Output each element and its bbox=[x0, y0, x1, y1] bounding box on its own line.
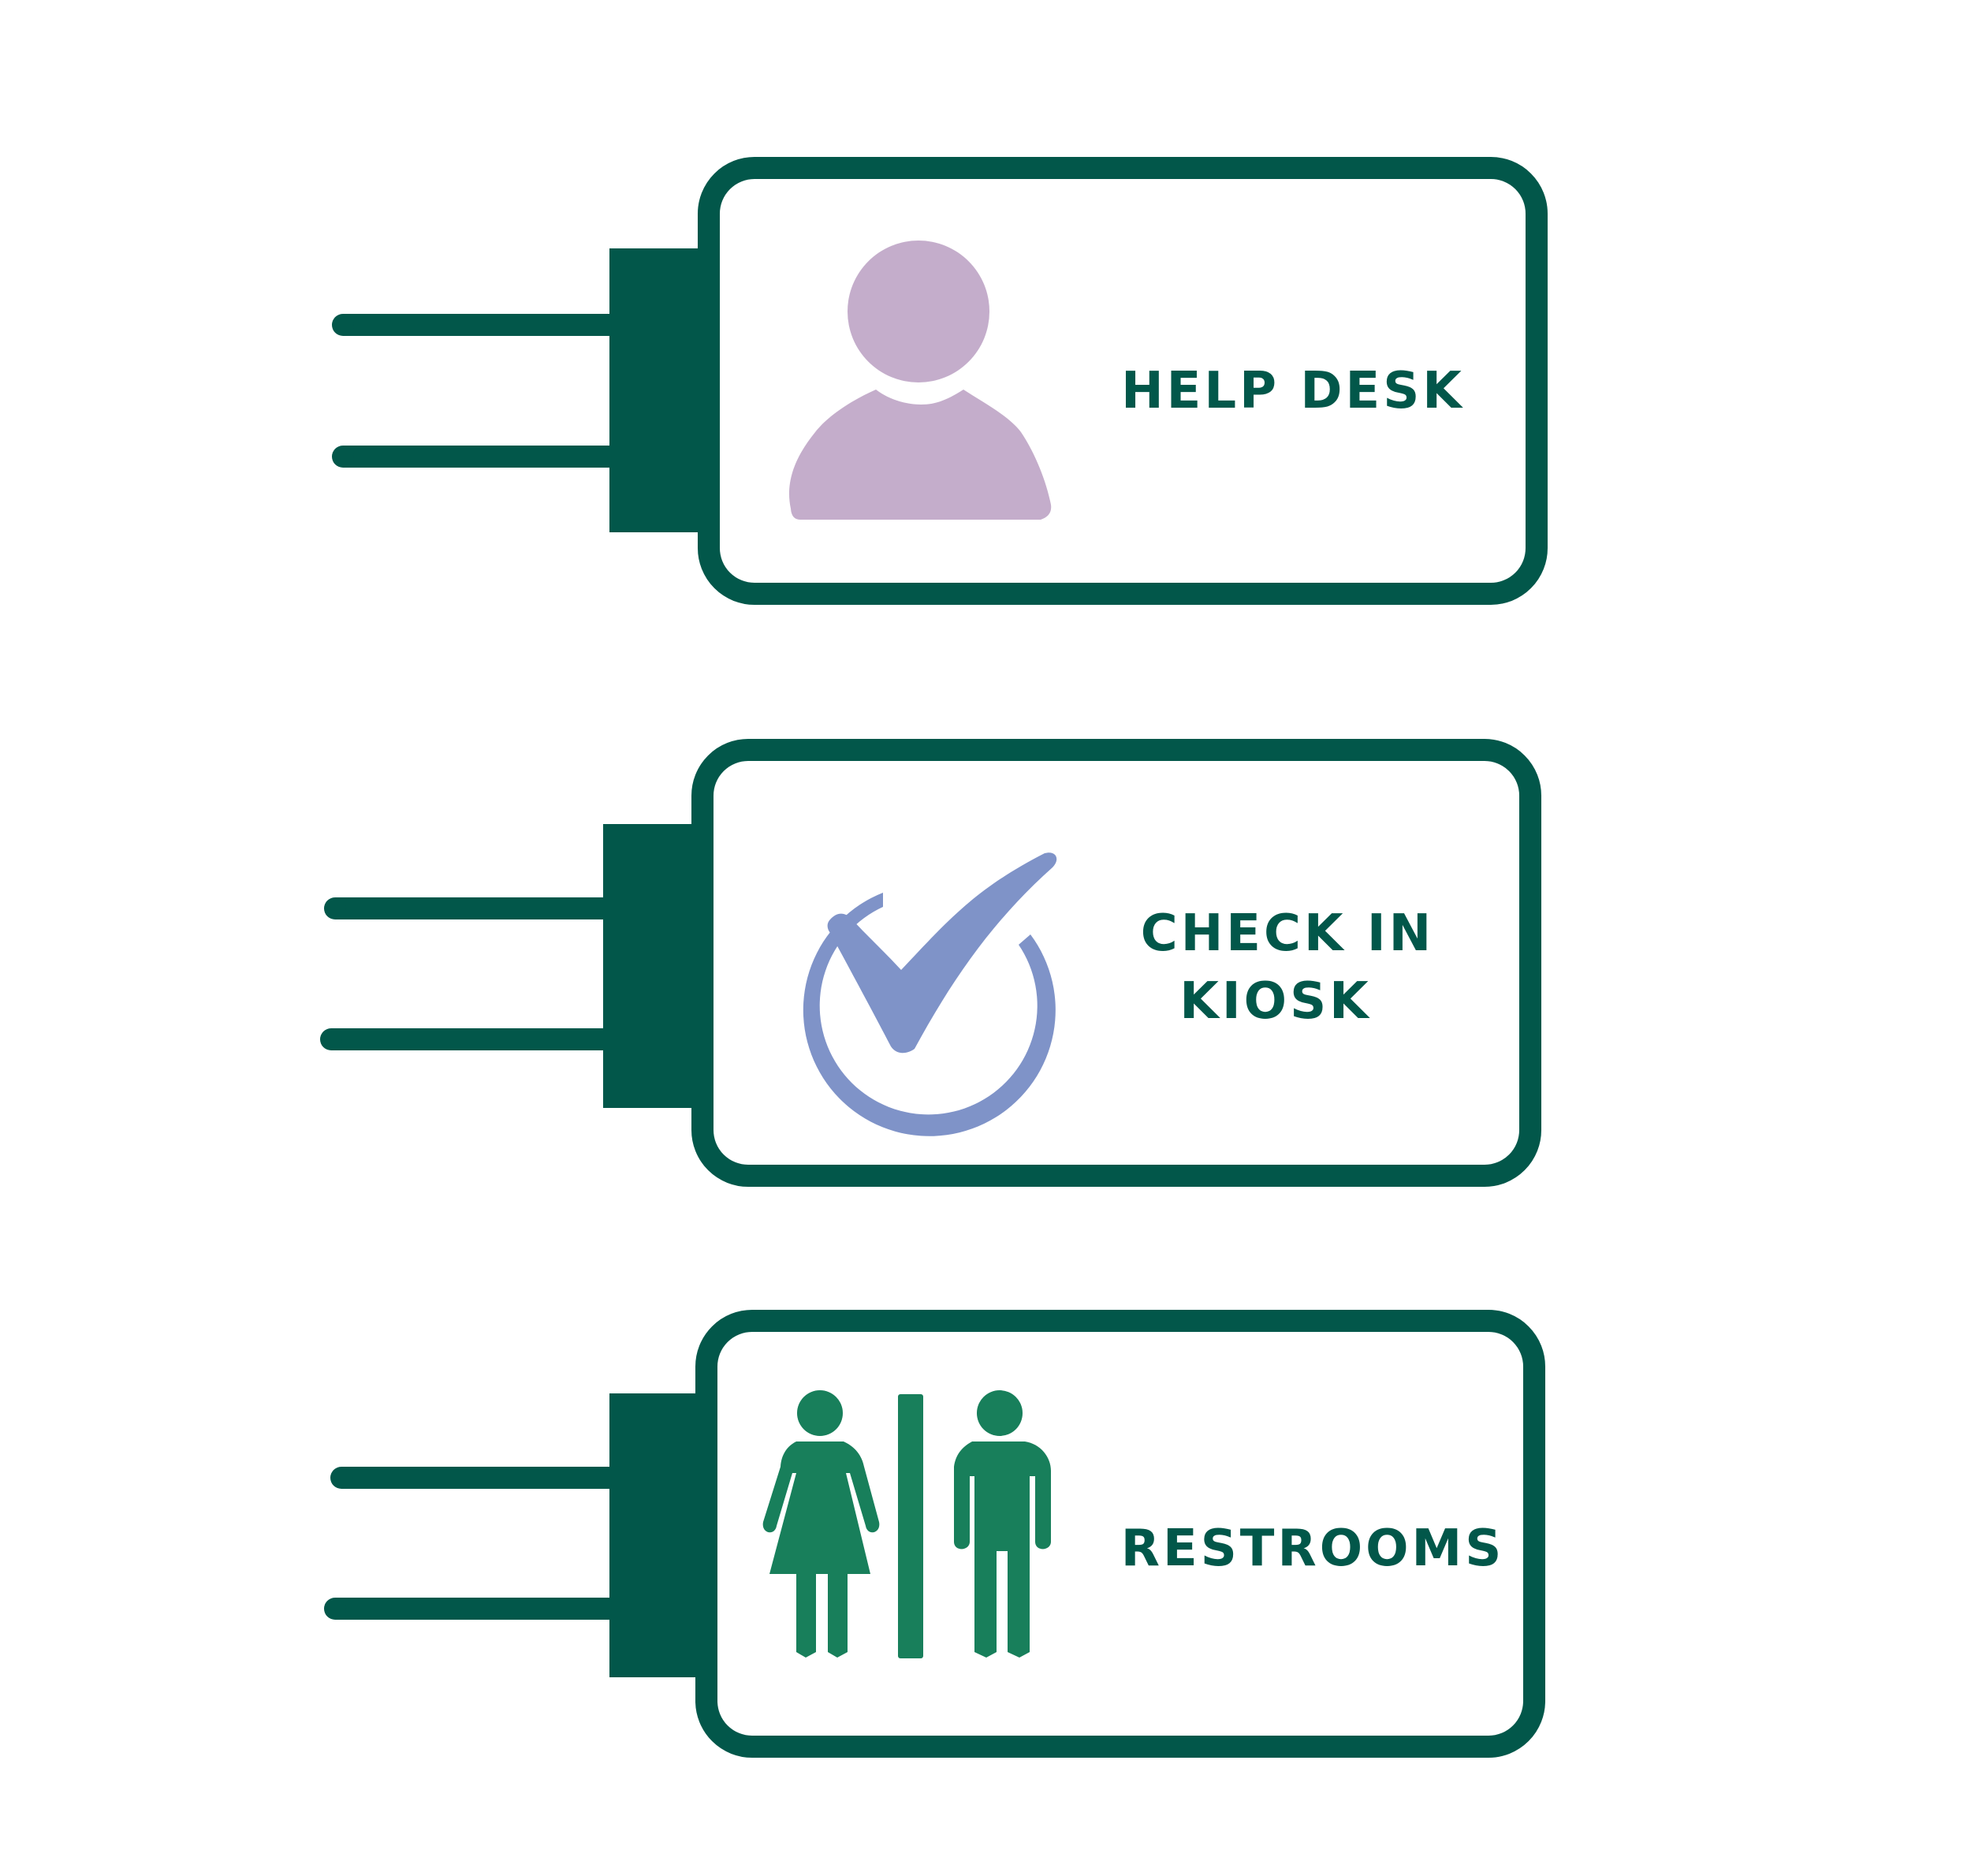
check-in-kiosk-label-line-1: CHECK IN bbox=[1141, 904, 1434, 963]
person-icon bbox=[788, 241, 1052, 520]
restrooms-sign: RESTROOMS bbox=[324, 1310, 1545, 1758]
woman-figure-icon bbox=[762, 1390, 880, 1658]
restrooms-label: RESTROOMS bbox=[1121, 1520, 1505, 1578]
wall-mount-bracket bbox=[324, 1393, 702, 1677]
restroom-divider bbox=[898, 1394, 923, 1658]
help-desk-label: HELP DESK bbox=[1121, 362, 1465, 420]
man-figure-icon bbox=[954, 1390, 1051, 1658]
help-desk-sign: HELP DESK bbox=[332, 157, 1548, 605]
check-in-kiosk-sign: CHECK IN KIOSK bbox=[320, 739, 1541, 1187]
wall-mount-bracket bbox=[320, 824, 695, 1108]
sign-panel bbox=[691, 739, 1541, 1187]
restroom-icon bbox=[762, 1390, 1051, 1658]
wall-mount-bracket bbox=[332, 248, 702, 532]
check-in-kiosk-label-line-2: KIOSK bbox=[1179, 972, 1372, 1031]
checkmark-circle-icon bbox=[803, 852, 1057, 1136]
